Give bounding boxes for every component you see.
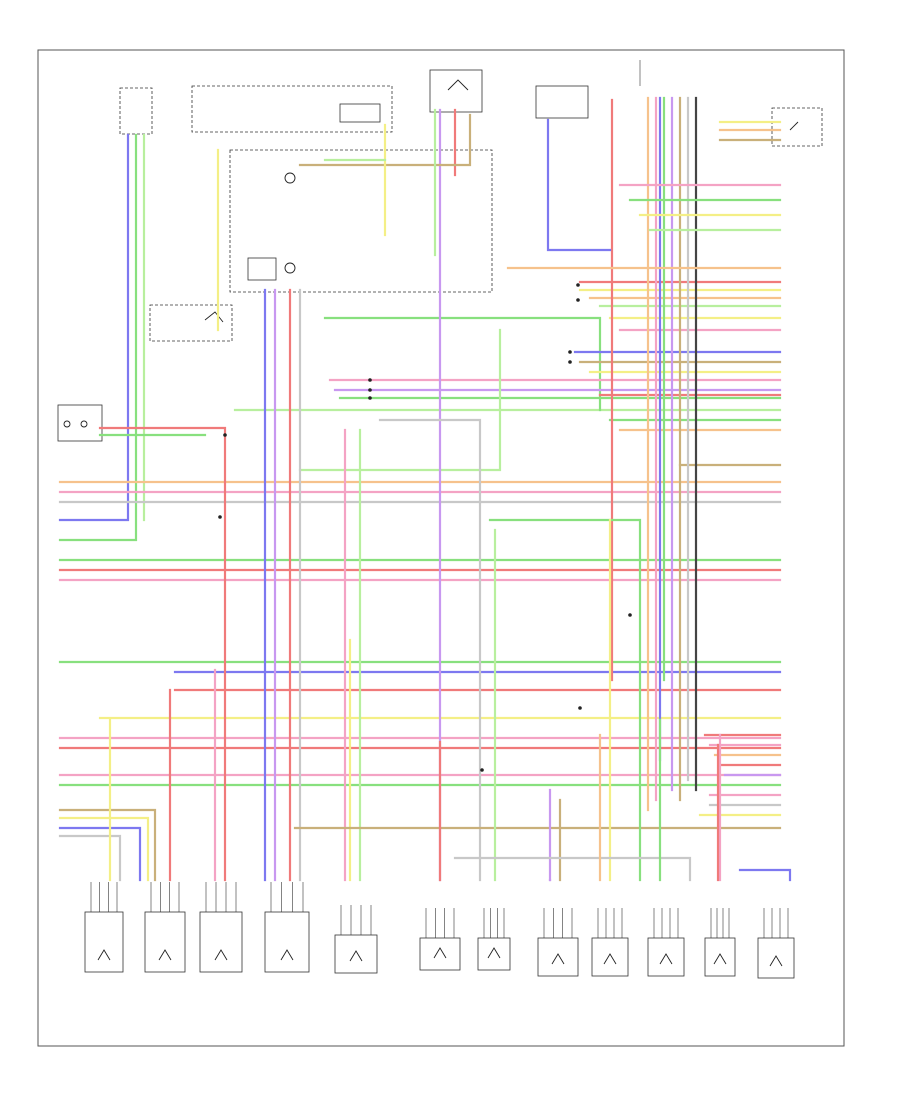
switch-symbol <box>158 949 172 961</box>
switch-symbol <box>280 949 294 961</box>
component-box <box>704 937 736 977</box>
switch-symbol <box>713 953 727 965</box>
junction-dot <box>368 378 372 382</box>
component-box <box>477 937 511 971</box>
wire <box>738 868 792 882</box>
switch-symbol <box>659 953 673 965</box>
junction-dot <box>368 396 372 400</box>
wire <box>58 816 150 882</box>
wire <box>58 826 142 882</box>
junction-dot <box>223 433 227 437</box>
wire <box>546 118 612 252</box>
junction-dot <box>480 768 484 772</box>
diagram-frame <box>37 49 845 1047</box>
switch-symbol <box>769 955 783 967</box>
wire <box>58 808 157 882</box>
junction-dot <box>576 298 580 302</box>
wire <box>58 133 138 542</box>
component-box <box>591 937 629 977</box>
wire <box>298 328 502 472</box>
wires <box>58 96 792 882</box>
switch-symbol <box>214 949 228 961</box>
wire <box>323 316 602 412</box>
wire <box>453 856 692 882</box>
top-left-components <box>57 87 233 442</box>
junction-dot <box>218 515 222 519</box>
top-right-components <box>639 60 823 147</box>
wire <box>298 113 472 167</box>
component-box <box>144 911 186 973</box>
junction-dot <box>576 283 580 287</box>
wire <box>58 834 122 882</box>
component-box <box>537 937 579 977</box>
top-center-components <box>191 69 589 293</box>
switch-symbol <box>349 950 363 962</box>
junction-dots <box>218 283 632 772</box>
component-box <box>199 911 243 973</box>
junction-dot <box>578 706 582 710</box>
wire <box>488 518 642 882</box>
component-box <box>757 937 795 979</box>
component-box <box>647 937 685 977</box>
component-box <box>419 937 461 971</box>
component-box <box>334 934 378 974</box>
switch-symbol <box>433 947 447 959</box>
switch-symbol <box>487 947 501 959</box>
bottom-components <box>84 882 795 979</box>
switch-symbol <box>603 953 617 965</box>
wire <box>98 426 227 882</box>
junction-dot <box>568 350 572 354</box>
component-box <box>264 911 310 973</box>
wire <box>58 133 130 522</box>
switch-symbol <box>97 949 111 961</box>
switch-symbol <box>551 953 565 965</box>
component-box <box>84 911 124 973</box>
wire <box>378 418 482 882</box>
junction-dot <box>368 388 372 392</box>
junction-dot <box>568 360 572 364</box>
junction-dot <box>628 613 632 617</box>
